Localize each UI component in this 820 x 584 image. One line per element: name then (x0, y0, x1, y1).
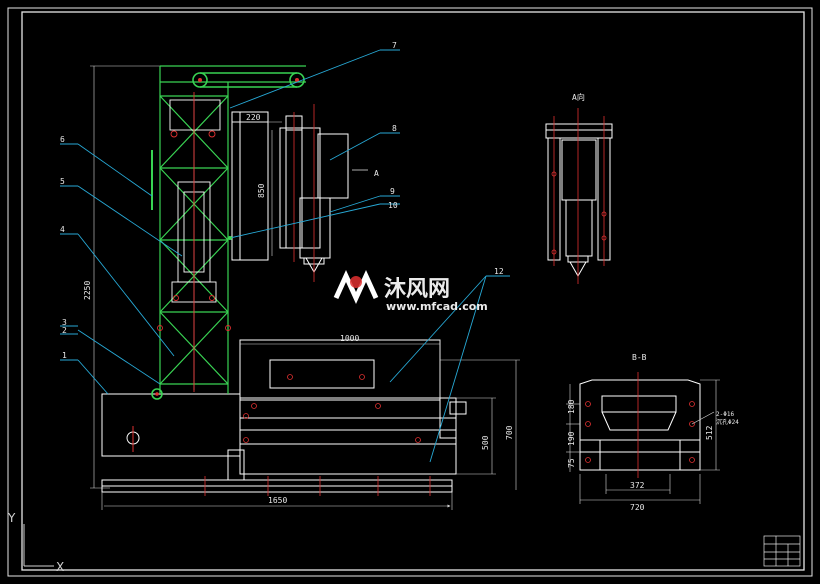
dim-bb-75: 75 (567, 458, 576, 468)
part-number-8: 8 (392, 124, 397, 133)
dim-850: 850 (257, 183, 266, 198)
part-number-3: 3 (62, 318, 67, 327)
dim-bb-512: 512 (705, 425, 714, 440)
dim-1000: 1000 (340, 334, 359, 343)
laser-centerline (293, 104, 315, 282)
watermark-brand: 沐风网 (384, 277, 450, 302)
part-number-7: 7 (392, 41, 397, 50)
dim-bb-190: 190 (567, 431, 576, 446)
title-block (763, 535, 801, 567)
part-number-9: 9 (390, 187, 395, 196)
dim-220: 220 (246, 113, 261, 122)
leader-dot (228, 236, 232, 240)
rail-centerlines (204, 476, 431, 496)
mfcad-logo-icon (333, 269, 379, 305)
y-axis-label: Y (7, 511, 16, 525)
dim-1650: 1650 (268, 496, 287, 505)
part-number-1: 1 (62, 351, 67, 360)
part-number-5: 5 (60, 177, 65, 186)
worktable (227, 339, 467, 481)
bottom-rail (101, 479, 453, 493)
part-number-6: 6 (60, 135, 65, 144)
dim-700: 700 (505, 425, 514, 440)
dim-bb-180: 180 (567, 399, 576, 414)
dim-table-width (240, 340, 441, 398)
dim-bb-720: 720 (630, 503, 645, 512)
bb-hole-note-1: 2-Φ16 (716, 411, 734, 418)
section-bb-centerlines (585, 372, 695, 478)
view-a-centerlines (551, 108, 607, 284)
x-axis-label: X (56, 560, 64, 574)
part-number-2: 2 (62, 326, 67, 335)
column-centerlines (157, 92, 231, 392)
section-bb-dims (566, 379, 720, 504)
laser-head (279, 115, 349, 274)
leader-lines (60, 49, 510, 463)
view-a-label: A向 (572, 92, 585, 102)
table-centerlines (243, 374, 421, 443)
watermark-dot (350, 276, 362, 288)
dim-2250: 2250 (83, 281, 92, 300)
part-number-4: 4 (60, 225, 65, 234)
section-bb-label: B-B (632, 353, 647, 362)
truss-column (151, 65, 306, 394)
base-block (101, 393, 241, 457)
section-bb (579, 379, 701, 471)
arrow-a-label: A (374, 169, 379, 178)
pulley-centers (155, 78, 299, 396)
part-number-10: 10 (388, 201, 398, 210)
dim-base-length (101, 492, 453, 510)
drawing-frame (7, 7, 813, 577)
dim-bb-372: 372 (630, 481, 645, 490)
watermark-url: www.mfcad.com (386, 300, 488, 313)
dim-500: 500 (481, 435, 490, 450)
top-pulleys (151, 72, 305, 400)
ucs-icon (23, 524, 54, 567)
watermark: 沐风网 www.mfcad.com (333, 269, 488, 313)
dim-table-side (440, 359, 520, 490)
part-number-12: 12 (494, 267, 504, 276)
dim-total-height (90, 65, 160, 489)
bb-hole-note-2: 沉孔Φ24 (716, 418, 739, 426)
